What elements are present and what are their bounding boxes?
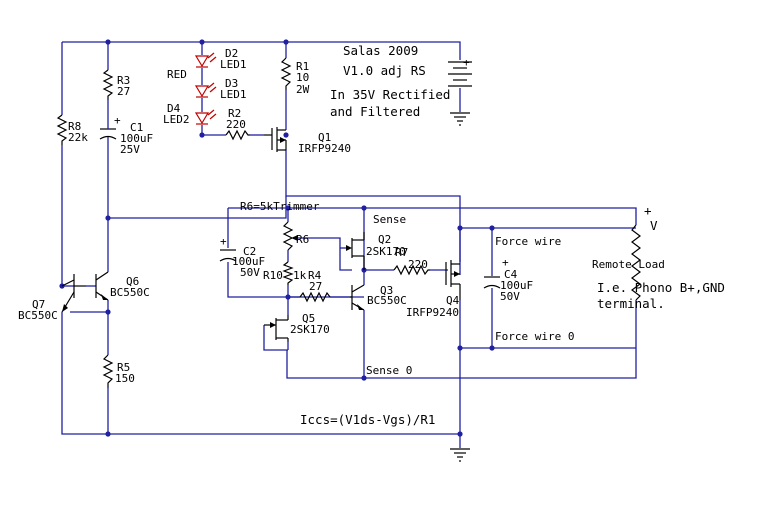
- jfet-q2: [346, 232, 365, 270]
- c2-value: 100uF: [232, 255, 265, 268]
- q7-type: BC550C: [18, 309, 58, 322]
- r3-name: R3: [117, 74, 130, 87]
- q4-name: Q4: [446, 294, 460, 307]
- q6-name: Q6: [126, 275, 139, 288]
- r6-name: R6: [296, 233, 309, 246]
- capacitor-c4: [483, 276, 501, 289]
- r4-name: R4: [308, 269, 322, 282]
- resistor-r4: [299, 291, 331, 303]
- r8-name: R8: [68, 120, 81, 133]
- title-line2: V1.0 adj RS: [343, 63, 426, 78]
- battery-supply: [448, 61, 472, 87]
- q3-name: Q3: [380, 284, 393, 297]
- red-label: RED: [167, 68, 187, 81]
- c2-polarity: +: [220, 235, 227, 248]
- r7-name: R7: [395, 246, 408, 259]
- transistor-q3: [350, 284, 365, 311]
- r1-name: R1: [296, 60, 309, 73]
- resistor-r7: [393, 264, 430, 276]
- led-d3: [194, 82, 217, 98]
- c1-voltage: 25V: [120, 143, 140, 156]
- resistor-r2: [225, 129, 250, 141]
- r7-value: 220: [408, 258, 428, 271]
- r10-value: 1k: [293, 269, 307, 282]
- c4-polarity: +: [502, 256, 509, 269]
- q3-type: BC550C: [367, 294, 407, 307]
- trimmer-note: R6=5kTrimmer: [240, 200, 320, 213]
- resistor-r1: [280, 57, 292, 90]
- mosfet-q4: [445, 260, 461, 300]
- resistor-r5: [102, 354, 114, 388]
- r5-name: R5: [117, 361, 130, 374]
- r8-value: 22k: [68, 131, 88, 144]
- v-label: V: [650, 218, 658, 233]
- sense0-label: Sense 0: [366, 364, 412, 377]
- formula: Iccs=(V1ds-Vgs)/R1: [300, 412, 435, 427]
- jfet-q5: [264, 315, 289, 342]
- d2-type: LED1: [220, 58, 247, 71]
- plus-label: +: [644, 203, 652, 218]
- d4-type: LED2: [163, 113, 190, 126]
- mosfet-q1: [264, 127, 287, 152]
- c1-value: 100uF: [120, 132, 153, 145]
- title-line3: In 35V Rectified: [330, 87, 450, 102]
- title-line1: Salas 2009: [343, 43, 418, 58]
- resistor-r10: [282, 261, 294, 285]
- remote-load-title: Remote Load: [592, 258, 665, 271]
- q1-name: Q1: [318, 131, 331, 144]
- battery-polarity: +: [463, 56, 470, 69]
- q1-type: IRFP9240: [298, 142, 351, 155]
- r1-power: 2W: [296, 83, 310, 96]
- ground-symbol-top: [450, 112, 470, 126]
- c1-name: C1: [130, 121, 143, 134]
- r10-name: R10: [263, 269, 283, 282]
- q5-type: 2SK170: [290, 323, 330, 336]
- d3-type: LED1: [220, 88, 247, 101]
- r3-value: 27: [117, 85, 130, 98]
- r1-value: 10: [296, 71, 309, 84]
- remote-load-line2: terminal.: [597, 296, 665, 311]
- d4-name: D4: [167, 102, 181, 115]
- led-d4: [194, 109, 217, 125]
- q2-type: 2SK170: [366, 245, 406, 258]
- force-wire0-label: Force wire 0: [495, 330, 574, 343]
- q4-type: IRFP9240: [406, 306, 459, 319]
- junction-dots: [59, 39, 495, 437]
- labels: Salas 2009 V1.0 adj RS In 35V Rectified …: [18, 43, 725, 427]
- c2-name: C2: [243, 245, 256, 258]
- force-wire-label: Force wire: [495, 235, 561, 248]
- remote-load-line1: I.e. Phono B+,GND: [597, 280, 725, 295]
- d2-name: D2: [225, 47, 238, 60]
- r2-value: 220: [226, 118, 246, 131]
- c4-voltage: 50V: [500, 290, 520, 303]
- transistor-q6: [95, 271, 109, 301]
- q6-type: BC550C: [110, 286, 150, 299]
- transistor-q7: [61, 274, 86, 313]
- title-line4: and Filtered: [330, 104, 420, 119]
- ground-symbol-bottom: [450, 448, 470, 462]
- led-d2: [194, 52, 217, 68]
- q2-name: Q2: [378, 233, 391, 246]
- c2-voltage: 50V: [240, 266, 260, 279]
- capacitor-c2: [219, 249, 237, 262]
- c4-value: 100uF: [500, 279, 533, 292]
- r5-value: 150: [115, 372, 135, 385]
- q5-name: Q5: [302, 312, 315, 325]
- c1-polarity: +: [114, 114, 121, 127]
- resistor-remote-load: [631, 224, 641, 301]
- c4-name: C4: [504, 268, 518, 281]
- capacitor-c1: [99, 120, 117, 150]
- sense-label: Sense: [373, 213, 406, 226]
- resistor-r3: [102, 69, 114, 100]
- r2-name: R2: [228, 107, 241, 120]
- q7-name: Q7: [32, 298, 45, 311]
- d3-name: D3: [225, 77, 238, 90]
- resistor-r8: [56, 114, 68, 145]
- r4-value: 27: [309, 280, 322, 293]
- trimmer-r6: [282, 221, 298, 251]
